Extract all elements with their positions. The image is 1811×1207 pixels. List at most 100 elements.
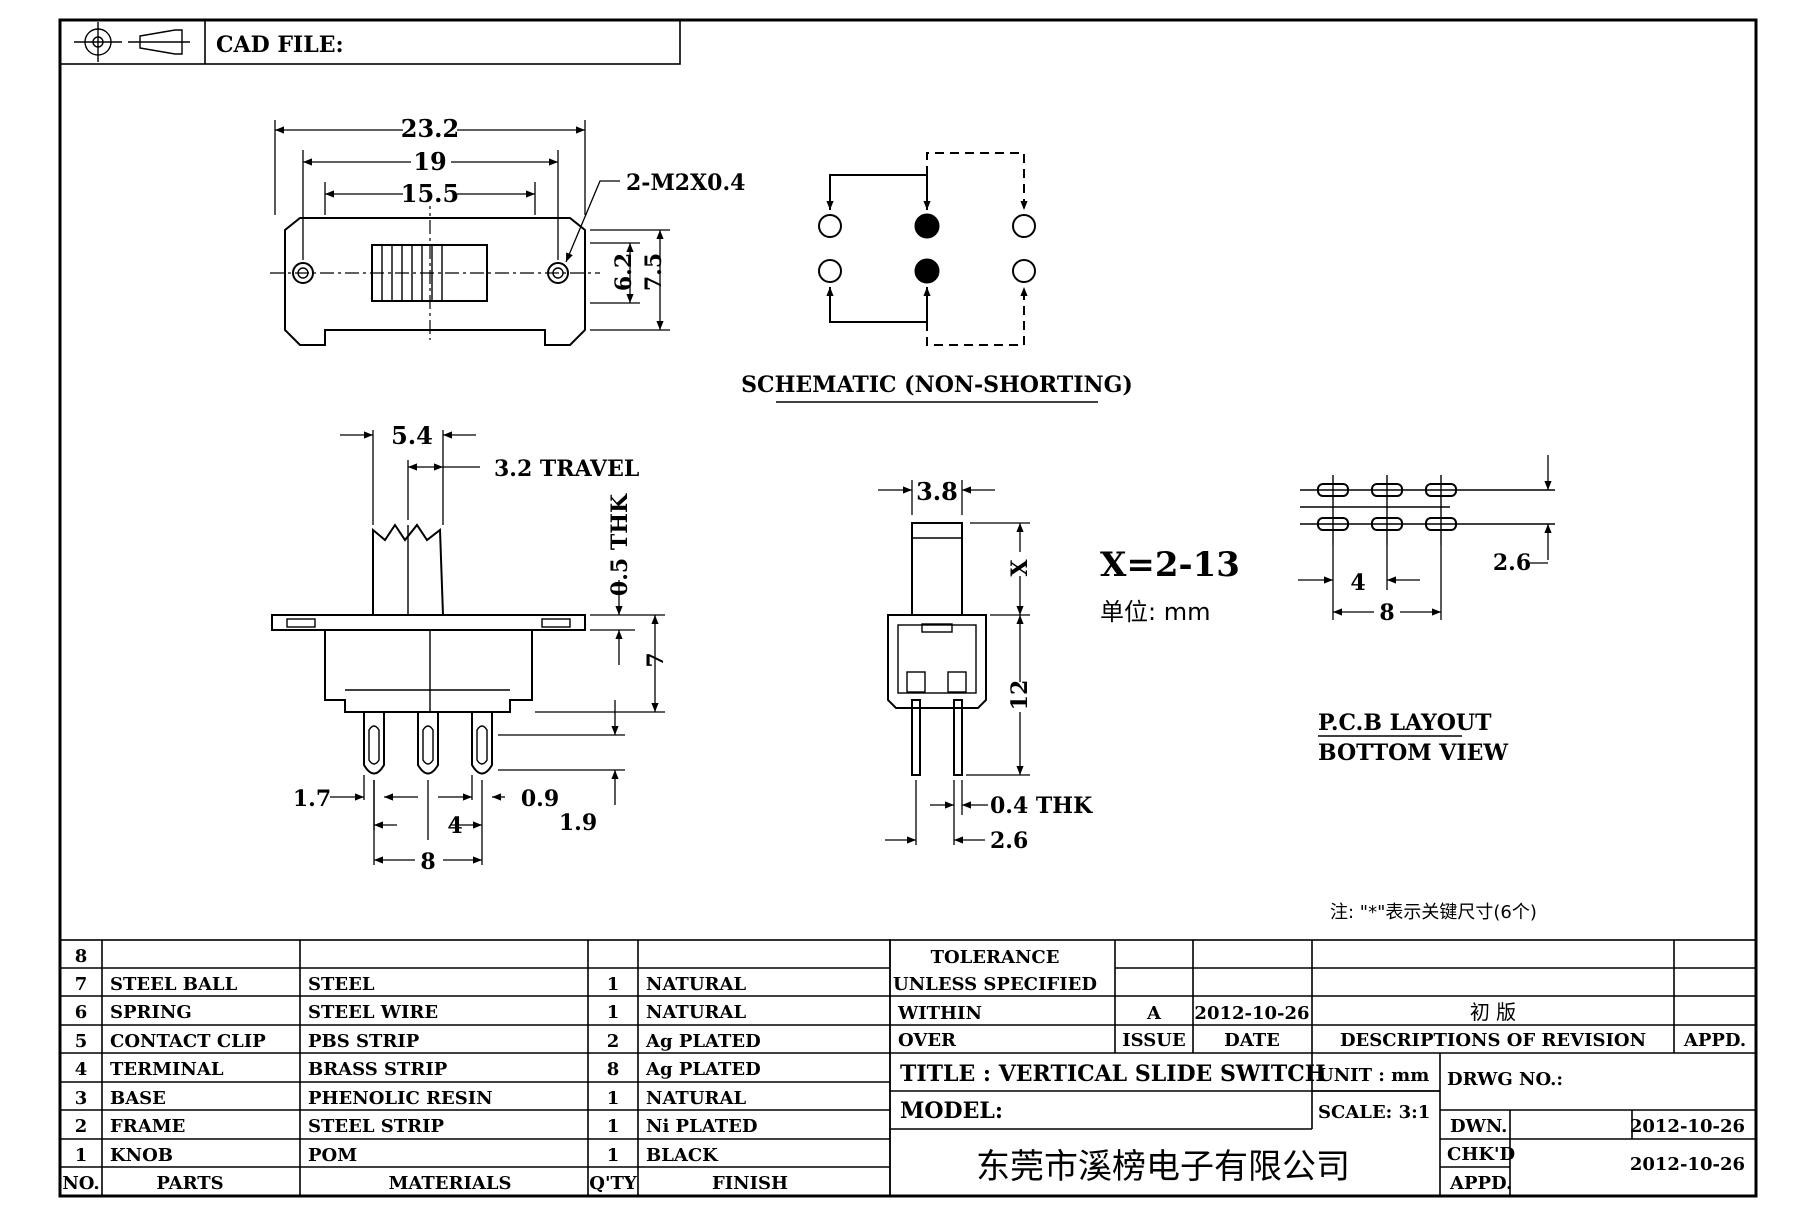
bom-cell-finish: NATURAL <box>646 974 746 995</box>
title-block: TOLERANCE UNLESS SPECIFIED WITHIN OVER A… <box>889 939 1757 1197</box>
chkd-label: CHK'D <box>1447 1144 1515 1165</box>
x-range-formula: X=2-13 <box>1100 545 1240 585</box>
dim-knob-width: 5.4 <box>391 421 433 450</box>
dim-left-offset: 1.7 <box>293 786 331 812</box>
chkd-date: 2012-10-26 <box>1630 1154 1745 1175</box>
schematic-diagram: SCHEMATIC (NON-SHORTING) <box>741 152 1133 403</box>
bom-cell-material: PBS STRIP <box>308 1031 420 1052</box>
unit-note: 单位: mm <box>1100 598 1210 626</box>
bom-header-materials: MATERIALS <box>388 1173 511 1194</box>
bom-cell-no: 4 <box>75 1059 88 1080</box>
revision-issue-label: ISSUE <box>1122 1030 1185 1051</box>
bom-cell-material: STEEL WIRE <box>308 1002 438 1023</box>
bom-cell-no: 5 <box>75 1031 88 1052</box>
bom-cell-no: 3 <box>75 1088 88 1109</box>
bom-cell-qty: 8 <box>607 1059 620 1080</box>
dim-travel: 3.2 TRAVEL <box>494 456 639 482</box>
pcb-dim-row: 2.6 <box>1493 550 1531 576</box>
dim-pin-pitch: 4 <box>447 813 462 839</box>
bom-cell-material: POM <box>308 1145 357 1166</box>
tolerance-within: WITHIN <box>897 1003 982 1024</box>
dim-end-pin-gap: 2.6 <box>990 828 1028 854</box>
dim-knob-x: X <box>1007 559 1033 577</box>
end-view: 3.8 X 12 0.4 THK 2.6 <box>878 477 1093 854</box>
bom-cell-finish: NATURAL <box>646 1088 746 1109</box>
revision-date: 2012-10-26 <box>1194 1003 1309 1024</box>
bom-cell-material: STEEL <box>308 974 375 995</box>
dim-body-height: 7 <box>643 652 669 667</box>
dim-end-body: 12 <box>1007 680 1033 711</box>
bom-cell-no: 1 <box>75 1145 88 1166</box>
bom-cell-qty: 1 <box>607 1145 620 1166</box>
revision-description-label: DESCRIPTIONS OF REVISION <box>1340 1030 1646 1051</box>
pcb-caption-2: BOTTOM VIEW <box>1318 740 1508 766</box>
dim-pin-span: 8 <box>420 849 435 875</box>
bom-cell-part: CONTACT CLIP <box>110 1031 266 1052</box>
revision-issue: A <box>1146 1003 1162 1024</box>
bom-cell-qty: 1 <box>607 1088 620 1109</box>
bom-header-finish: FINISH <box>712 1173 788 1194</box>
pcb-dim-span: 8 <box>1379 600 1394 626</box>
dwn-label: DWN. <box>1450 1116 1507 1137</box>
revision-date-label: DATE <box>1224 1030 1280 1051</box>
dim-thread: 2-M2X0.4 <box>626 170 745 196</box>
bom-cell-material: BRASS STRIP <box>308 1059 448 1080</box>
bom-cell-part: TERMINAL <box>110 1059 224 1080</box>
cad-file-label: CAD FILE: <box>216 32 344 58</box>
bom-cell-no: 6 <box>75 1002 88 1023</box>
model-label: MODEL: <box>900 1098 1003 1124</box>
dim-hole-pitch: 19 <box>413 147 446 176</box>
bom-cell-part: KNOB <box>110 1145 173 1166</box>
bom-cell-qty: 1 <box>607 974 620 995</box>
drwg-no-label: DRWG NO.: <box>1447 1069 1563 1090</box>
tolerance-line-2: UNLESS SPECIFIED <box>893 974 1097 995</box>
tolerance-line-1: TOLERANCE <box>931 947 1060 968</box>
revision-appd-label: APPD. <box>1683 1030 1746 1051</box>
dim-pin-thickness: 0.4 THK <box>990 793 1093 819</box>
bom-cell-part: FRAME <box>110 1116 185 1137</box>
top-view: 23.2 19 15.5 2-M2X0.4 6.2 7.5 <box>270 114 745 346</box>
bom-cell-part: STEEL BALL <box>110 974 238 995</box>
bom-cell-no: 7 <box>75 974 88 995</box>
unit-label: UNIT : mm <box>1318 1065 1429 1086</box>
schematic-caption: SCHEMATIC (NON-SHORTING) <box>741 372 1133 398</box>
scale-label: SCALE: 3:1 <box>1318 1102 1430 1123</box>
bom-header-parts: PARTS <box>156 1173 223 1194</box>
drawing-title: TITLE : VERTICAL SLIDE SWITCH <box>900 1061 1326 1087</box>
dim-pin-length: 1.9 <box>559 810 597 836</box>
bom-cell-finish: NATURAL <box>646 1002 746 1023</box>
pcb-dim-pitch: 4 <box>1350 570 1365 596</box>
side-view: 5.4 3.2 TRAVEL 0.5 THK 7 1.7 0.9 1.9 4 8 <box>271 421 669 875</box>
appd-label: APPD. <box>1449 1173 1512 1194</box>
bom-cell-part: SPRING <box>110 1002 192 1023</box>
bom-header-qty: Q'TY <box>589 1173 638 1194</box>
bom-header-no: NO. <box>62 1173 99 1194</box>
bom-cell-no: 8 <box>75 946 88 967</box>
bom-cell-material: STEEL STRIP <box>308 1116 445 1137</box>
dim-inner-height: 6.2 <box>611 253 637 291</box>
revision-description: 初 版 <box>1470 1000 1516 1024</box>
bom-cell-material: PHENOLIC RESIN <box>308 1088 493 1109</box>
bom-cell-qty: 2 <box>607 1031 620 1052</box>
dim-overall-length: 23.2 <box>401 114 459 143</box>
bom-cell-finish: Ni PLATED <box>646 1116 757 1137</box>
bom-cell-finish: BLACK <box>646 1145 719 1166</box>
dim-slot-length: 15.5 <box>401 179 459 208</box>
bom-cell-finish: Ag PLATED <box>645 1031 761 1052</box>
pcb-layout: 4 8 2.6 P.C.B LAYOUT BOTTOM VIEW <box>1298 455 1555 766</box>
dim-end-width: 3.8 <box>916 477 958 506</box>
dim-pin-gap: 0.9 <box>521 786 559 812</box>
dwn-date: 2012-10-26 <box>1630 1116 1745 1137</box>
tolerance-over: OVER <box>898 1030 957 1051</box>
bom-cell-finish: Ag PLATED <box>645 1059 761 1080</box>
projection-symbol-icon <box>74 22 190 62</box>
key-dimension-note: 注: "*"表示关键尺寸(6个) <box>1330 902 1537 923</box>
bom-cell-no: 2 <box>75 1116 88 1137</box>
bom-cell-qty: 1 <box>607 1116 620 1137</box>
bom-cell-part: BASE <box>110 1088 166 1109</box>
pcb-caption-1: P.C.B LAYOUT <box>1318 710 1492 736</box>
dim-frame-thickness: 0.5 THK <box>607 493 633 596</box>
header-box: CAD FILE: <box>59 19 681 65</box>
